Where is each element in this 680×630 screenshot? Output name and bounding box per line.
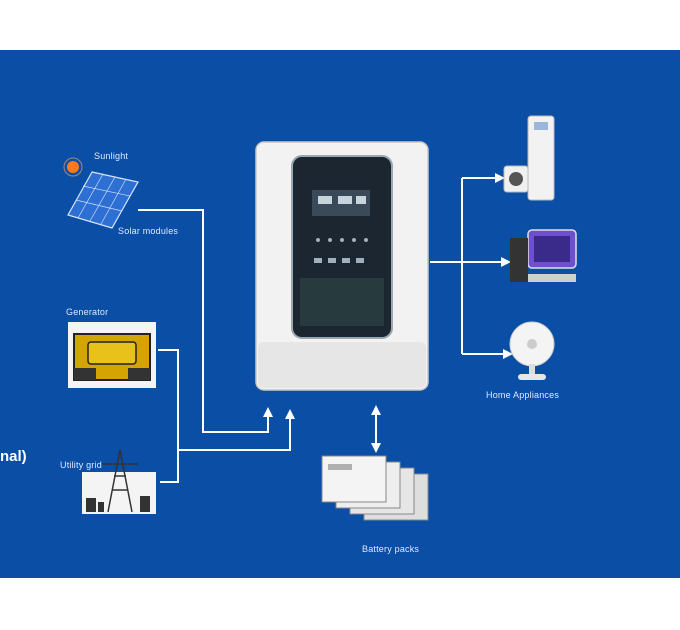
fan-icon bbox=[509, 321, 555, 380]
home-appliances-label: Home Appliances bbox=[486, 390, 560, 400]
computer-icon bbox=[510, 229, 577, 282]
generator-label: Generator bbox=[66, 307, 109, 317]
solar-modules-label: Solar modules bbox=[118, 226, 179, 236]
diagram-panel: Sunlight Solar modules Generator Utility… bbox=[0, 50, 680, 578]
solar-panel-icon bbox=[67, 171, 139, 229]
cropped-edge-text: nal) bbox=[0, 448, 27, 465]
utility-grid-label: Utility grid bbox=[60, 460, 102, 470]
inverter-icon bbox=[255, 141, 429, 391]
generator-wire bbox=[158, 349, 179, 482]
connection-wires bbox=[63, 115, 577, 521]
generator-icon bbox=[68, 322, 156, 388]
battery-packs-icon bbox=[321, 455, 429, 521]
sunlight-label: Sunlight bbox=[94, 151, 129, 161]
utility-grid-icon bbox=[82, 449, 156, 514]
air-conditioner-icon bbox=[503, 115, 555, 201]
sun-icon bbox=[63, 157, 83, 177]
battery-packs-label: Battery packs bbox=[362, 544, 420, 554]
solar-wire bbox=[138, 209, 273, 433]
grid-wire bbox=[160, 409, 295, 483]
